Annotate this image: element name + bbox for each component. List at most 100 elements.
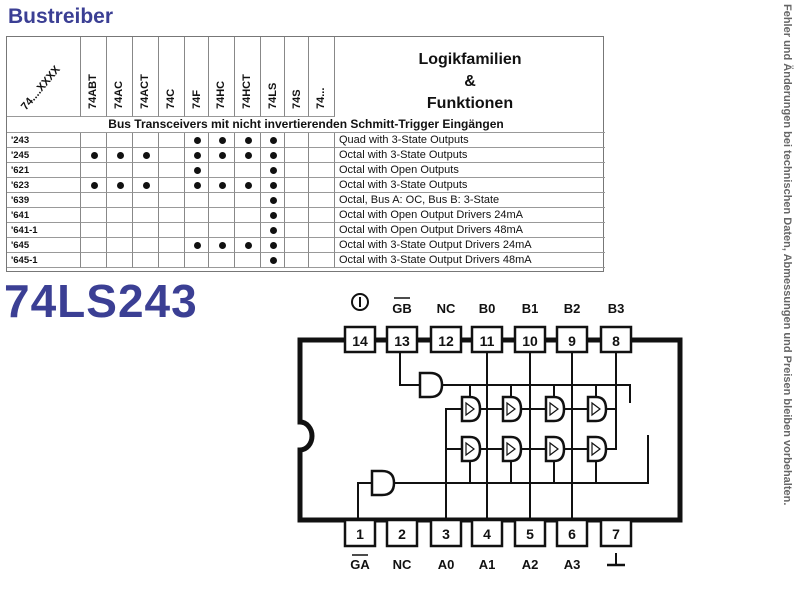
function-text: Octal with Open Output Drivers 48mA (339, 224, 524, 236)
support-dot (244, 152, 252, 159)
table-cell (235, 163, 261, 178)
table-cell (133, 133, 159, 148)
header-cell (185, 37, 209, 117)
function-cell (335, 253, 605, 268)
pin-label: A0 (438, 557, 455, 572)
buffer-gate-b (501, 395, 523, 423)
table-cell (185, 208, 209, 223)
table-cell (209, 148, 235, 163)
header-cell (159, 37, 185, 117)
buffer-gate-b (586, 395, 608, 423)
function-header-line: & (464, 73, 476, 90)
table-cell (261, 193, 285, 208)
pin-box (429, 325, 463, 354)
table-cell (159, 253, 185, 268)
function-cell (335, 178, 605, 193)
table-cell (285, 223, 309, 238)
schmitt-symbol (549, 401, 559, 417)
channel-wire-b-down (564, 409, 573, 450)
channel-wire-a (529, 448, 546, 520)
part-label: '641 (11, 210, 30, 221)
buffer-gate-b (544, 395, 566, 423)
pin-box (513, 325, 547, 354)
table-cell (81, 208, 107, 223)
pin-label: B0 (479, 301, 496, 316)
table-cell (185, 178, 209, 193)
support-dot (244, 242, 252, 249)
support-dot (269, 167, 277, 174)
vcc-symbol (351, 293, 369, 311)
table-cell (261, 163, 285, 178)
table-cell (261, 148, 285, 163)
table-cell (285, 238, 309, 253)
pin-number: 3 (442, 526, 450, 542)
function-text: Octal, Bus A: OC, Bus B: 3-State (339, 194, 500, 206)
table-cell (309, 178, 335, 193)
table-cell (209, 163, 235, 178)
table-cell (235, 238, 261, 253)
table-cell (133, 148, 159, 163)
table-cell (7, 223, 81, 238)
table-cell (309, 193, 335, 208)
family-header-74: 74... (315, 87, 327, 109)
table-cell (107, 253, 133, 268)
pin-number: 5 (526, 526, 534, 542)
support-dot (116, 152, 124, 159)
table-cell (7, 133, 81, 148)
channel-wire-a-up (445, 408, 462, 449)
table-cell (107, 238, 133, 253)
table-cell (81, 193, 107, 208)
pin-number: 4 (483, 526, 491, 542)
table-cell (261, 133, 285, 148)
table-cell (159, 178, 185, 193)
function-cell (335, 238, 605, 253)
table-cell (107, 208, 133, 223)
buffer-gate-a (586, 435, 608, 463)
table-cell (7, 253, 81, 268)
family-header-74S: 74S (291, 89, 303, 109)
family-header-74C: 74C (165, 88, 177, 109)
support-dot (193, 242, 201, 249)
function-header-line: Funktionen (426, 95, 514, 112)
part-number-title: 74LS243 (4, 275, 198, 327)
pin-box (555, 325, 589, 354)
channel-wire-b (480, 352, 488, 410)
support-dot (193, 167, 201, 174)
pin-box (429, 518, 463, 548)
pin-label: B3 (608, 301, 625, 316)
channel-wire-a-up (486, 408, 503, 449)
support-dot (90, 152, 98, 159)
pin-box (470, 325, 504, 354)
pin-label: NC (393, 557, 412, 572)
header-cell (107, 37, 133, 117)
family-header-74ABT: 74ABT (87, 74, 99, 109)
table-cell (159, 133, 185, 148)
table-cell (133, 223, 159, 238)
table-cell (107, 223, 133, 238)
pin-number: 2 (398, 526, 406, 542)
table-cell (209, 253, 235, 268)
table-cell (107, 178, 133, 193)
pin-box (385, 518, 419, 548)
part-label: '623 (11, 180, 30, 191)
table-cell (261, 238, 285, 253)
table-cell (159, 238, 185, 253)
channel-wire-a-up (571, 408, 588, 449)
function-cell (335, 208, 605, 223)
table-cell (107, 133, 133, 148)
table-cell (133, 238, 159, 253)
ga-bus-wire (394, 435, 649, 484)
table-cell (285, 163, 309, 178)
page-heading: Bustreiber (8, 5, 114, 28)
function-cell (335, 193, 605, 208)
table-cell (235, 178, 261, 193)
buffer-gate-b (460, 395, 482, 423)
part-label: '641-1 (11, 225, 38, 236)
pin-number: 11 (480, 333, 495, 349)
table-cell (309, 133, 335, 148)
table-cell (209, 238, 235, 253)
support-dot (193, 182, 201, 189)
table-cell (7, 238, 81, 253)
table-cell (185, 133, 209, 148)
